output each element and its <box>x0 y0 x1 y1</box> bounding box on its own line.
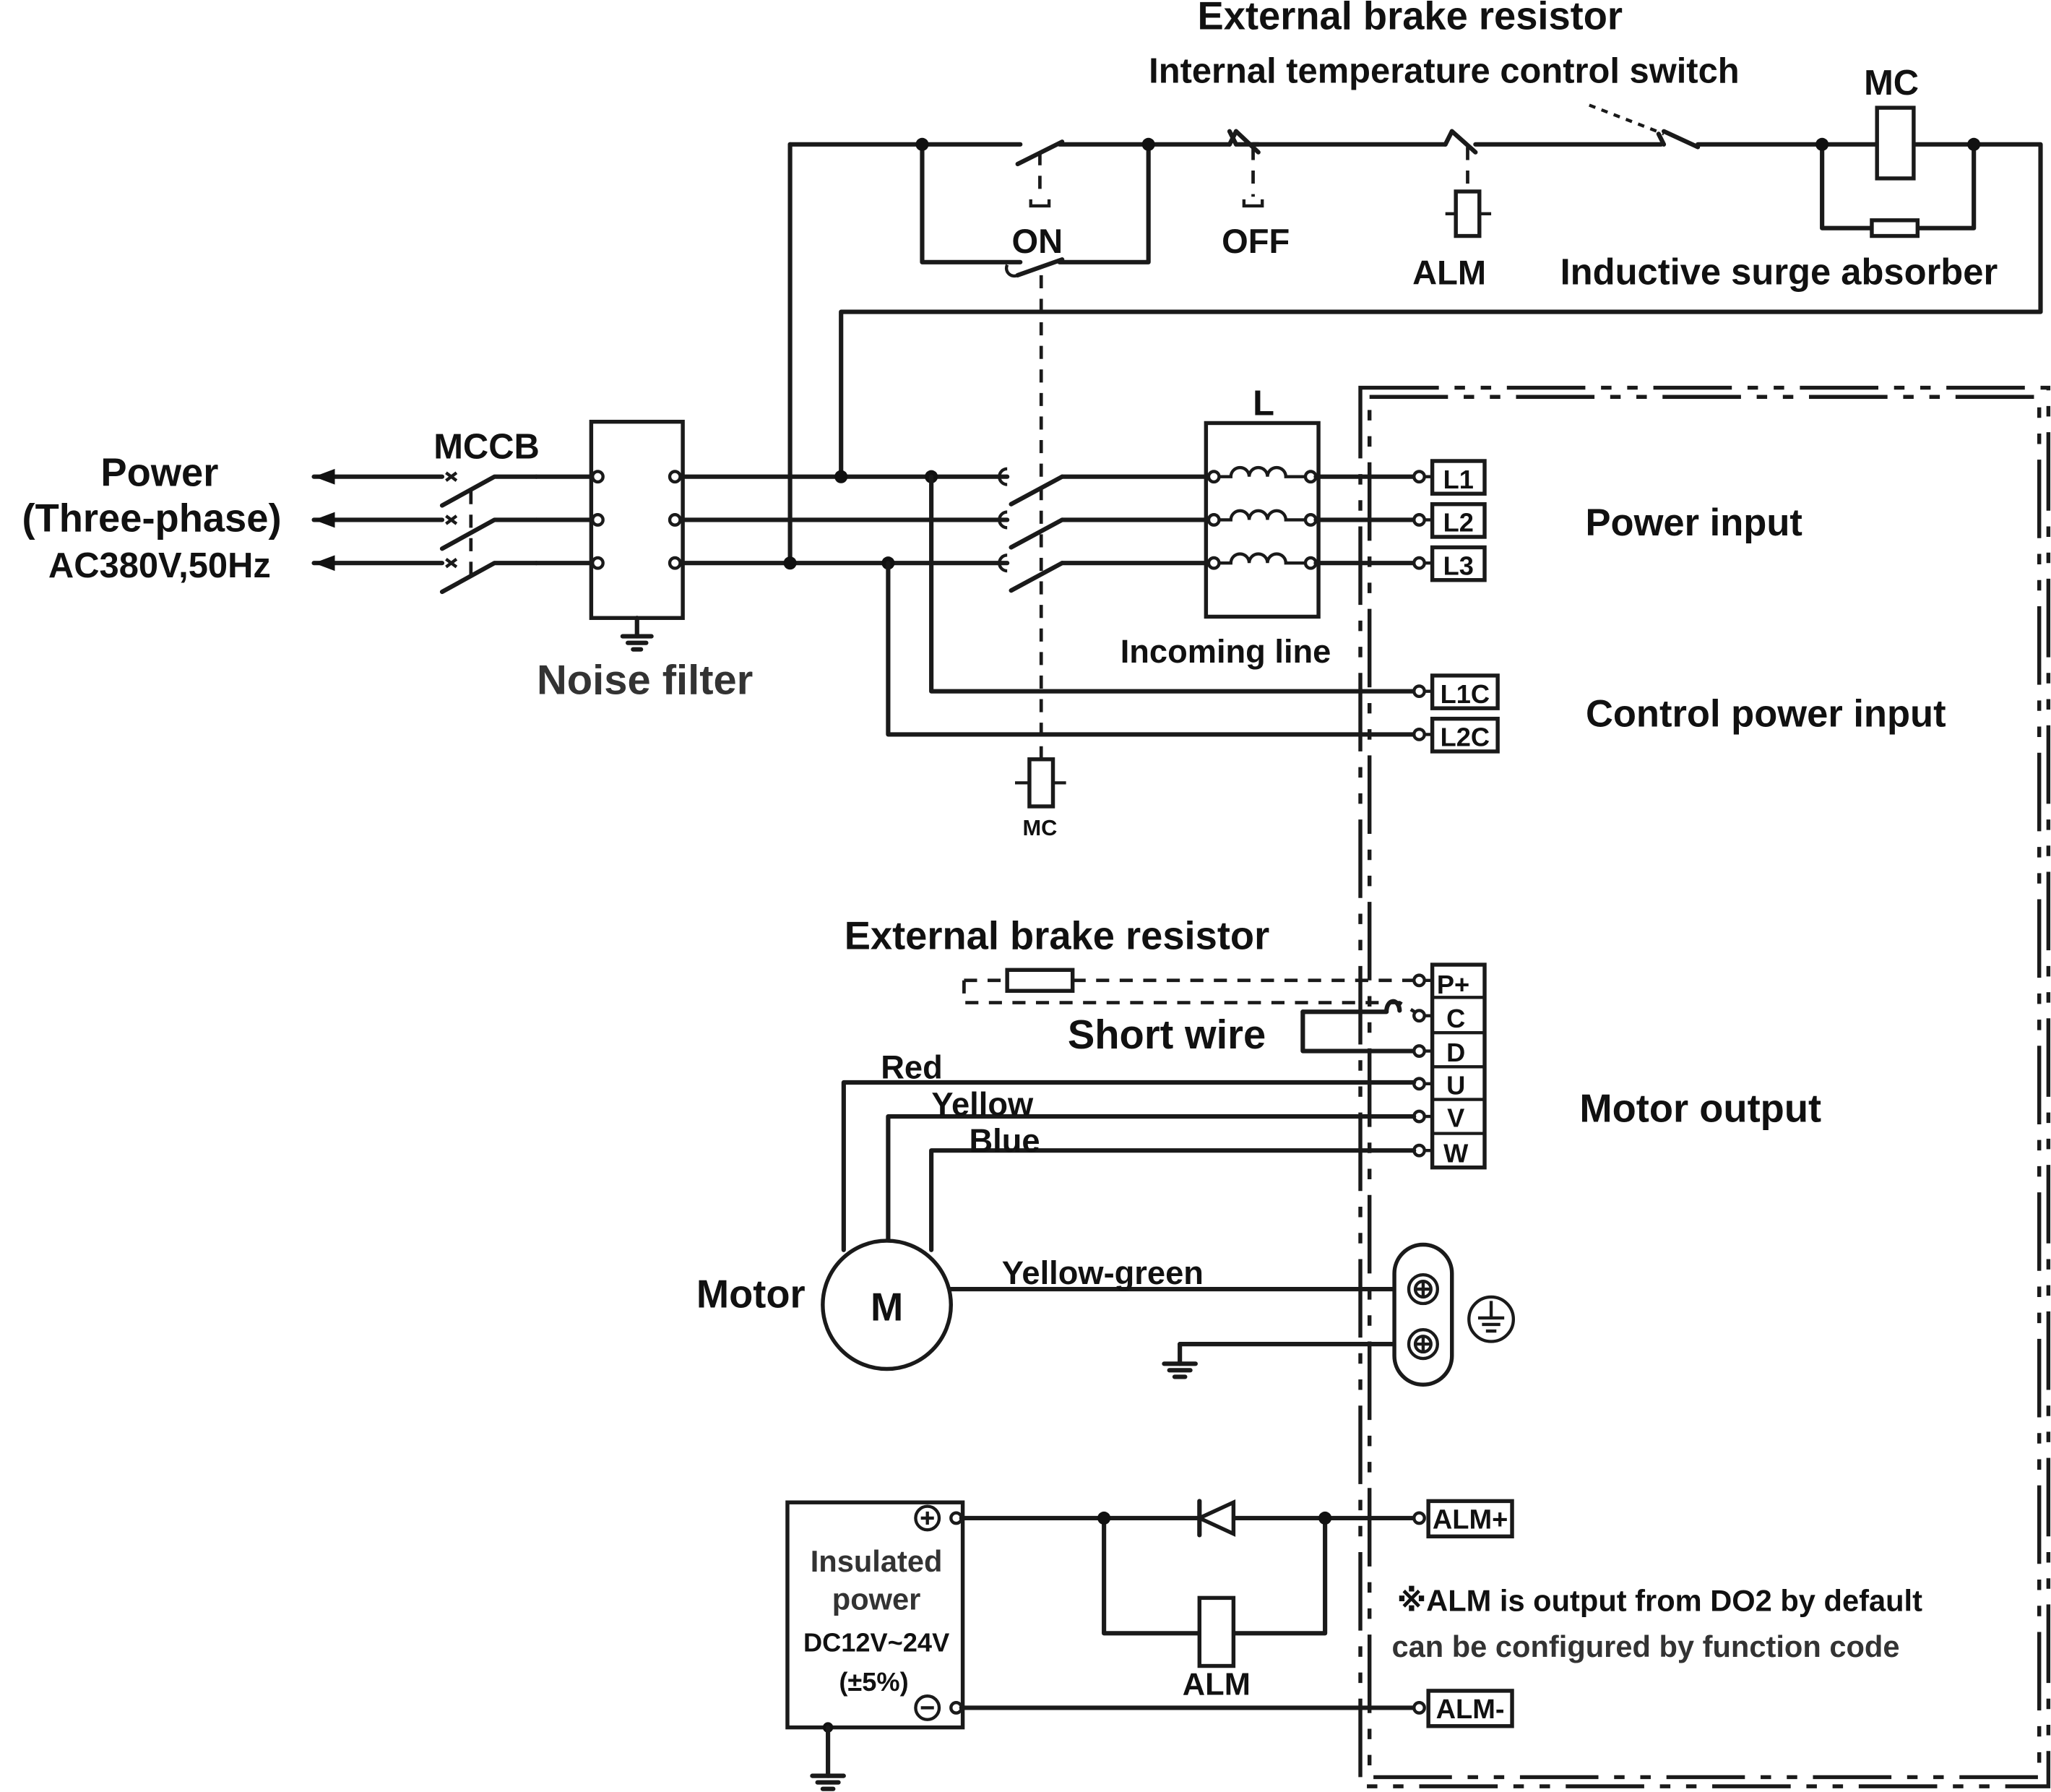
power-arrows <box>311 468 445 572</box>
short-wire-label: Short wire <box>1068 1012 1266 1057</box>
surge-absorber-icon <box>1870 218 1920 238</box>
insulated-power-label-2: power <box>832 1582 921 1616</box>
reactor-label: L <box>1253 384 1274 423</box>
mc-top-label: MC <box>1864 64 1919 103</box>
terminal-alm-plus <box>1426 1499 1514 1538</box>
insulated-power-label-4: (±5%) <box>839 1667 908 1697</box>
filter-to-mc-lines <box>681 470 1422 737</box>
terminal-d-label: D <box>1446 1038 1465 1067</box>
alm-relay-label: ALM <box>1183 1667 1251 1702</box>
alm-output-circuit: ALM+ ALM- <box>785 1499 1514 1791</box>
terminal-alm-minus-label: ALM- <box>1436 1694 1505 1725</box>
incoming-line-label: Incoming line <box>1121 633 1331 670</box>
terminal-l2 <box>1430 502 1487 539</box>
mc-main-contacts-icon <box>998 275 1212 759</box>
alm-relay-icon <box>1197 1595 1236 1668</box>
reactor-icon <box>1204 421 1422 619</box>
off-switch-icon <box>1227 129 1264 208</box>
yellow-green-wire-label: Yellow-green <box>1002 1254 1204 1291</box>
mid-brake-resistor-label: External brake resistor <box>845 913 1270 957</box>
terminal-u-label: U <box>1446 1070 1465 1100</box>
alm-coil-label: ALM <box>1412 254 1486 292</box>
mc-coil-top-icon <box>1875 105 1916 181</box>
surge-absorber-label: Inductive surge absorber <box>1560 251 1998 293</box>
diagram-labels: External brake resistor Internal tempera… <box>22 0 1998 1702</box>
terminal-block-power: L1 L2 L3 L1C L2C <box>1412 459 1500 754</box>
insulated-power-box <box>785 1500 965 1730</box>
terminal-l1c-label: L1C <box>1441 679 1490 709</box>
mc-coil-bottom-icon <box>1015 757 1066 809</box>
brake-resistor-icon <box>1005 968 1075 993</box>
alm-contact-icon <box>1445 147 1492 238</box>
power-label-2: (Three-phase) <box>22 496 282 540</box>
control-circuit <box>787 129 2043 566</box>
off-label: OFF <box>1222 222 1290 260</box>
terminal-alm-minus <box>1426 1689 1514 1728</box>
terminal-alm-plus-label: ALM+ <box>1433 1504 1508 1535</box>
terminal-l1 <box>1430 459 1487 496</box>
yellow-wire-label: Yellow <box>931 1085 1034 1122</box>
drive-boundary <box>1358 385 2051 1788</box>
terminal-l3 <box>1430 545 1487 582</box>
terminal-l1-label: L1 <box>1443 465 1474 494</box>
motor-label: Motor <box>696 1272 806 1316</box>
power-input-label: Power input <box>1585 501 1802 544</box>
mc-coil-label: MC <box>1022 815 1057 840</box>
ground-terminal-icon <box>1392 1242 1516 1387</box>
power-label-1: Power <box>100 450 218 494</box>
blue-wire-label: Blue <box>969 1122 1040 1159</box>
motor-wiring <box>821 1080 1417 1379</box>
terminal-l2c-label: L2C <box>1441 723 1490 752</box>
terminal-l3-label: L3 <box>1443 551 1474 581</box>
control-power-input-label: Control power input <box>1586 693 1946 736</box>
alm-note-line-2: can be configured by function code <box>1391 1629 1899 1663</box>
terminal-p-label: P+ <box>1437 970 1469 999</box>
terminal-v-label: V <box>1447 1103 1464 1133</box>
mccb-breaker-icon <box>439 471 594 595</box>
noise-filter-icon <box>589 419 685 652</box>
diode-icon <box>1194 1499 1236 1537</box>
terminal-c-label: C <box>1446 1004 1465 1033</box>
motor-symbol-label: M <box>871 1285 903 1330</box>
terminal-l2-label: L2 <box>1443 508 1474 538</box>
on-switch-icon <box>1004 139 1065 278</box>
red-wire-label: Red <box>881 1049 943 1086</box>
power-label-3: AC380V,50Hz <box>48 546 271 585</box>
mccb-label: MCCB <box>433 427 540 466</box>
temp-switch-label: Internal temperature control switch <box>1149 52 1739 91</box>
insulated-power-label-3: DC12V~24V <box>803 1628 949 1658</box>
temperature-switch-icon <box>1589 103 1701 150</box>
motor-output-label: Motor output <box>1579 1086 1821 1130</box>
alm-note-line-1: ※ALM is output from DO2 by default <box>1397 1583 1922 1617</box>
top-brake-resistor-label: External brake resistor <box>1198 0 1623 38</box>
terminal-l2c <box>1430 716 1500 754</box>
motor-icon <box>821 1239 954 1371</box>
noise-filter-label: Noise filter <box>537 657 753 703</box>
insulated-power-label-1: Insulated <box>811 1544 943 1578</box>
terminal-w-label: W <box>1443 1138 1469 1168</box>
top-junctions <box>915 137 1981 151</box>
brake-resistor-circuit: P+ C D U V W <box>962 962 1487 1170</box>
on-label: ON <box>1011 222 1063 260</box>
terminal-l1c <box>1430 673 1500 710</box>
